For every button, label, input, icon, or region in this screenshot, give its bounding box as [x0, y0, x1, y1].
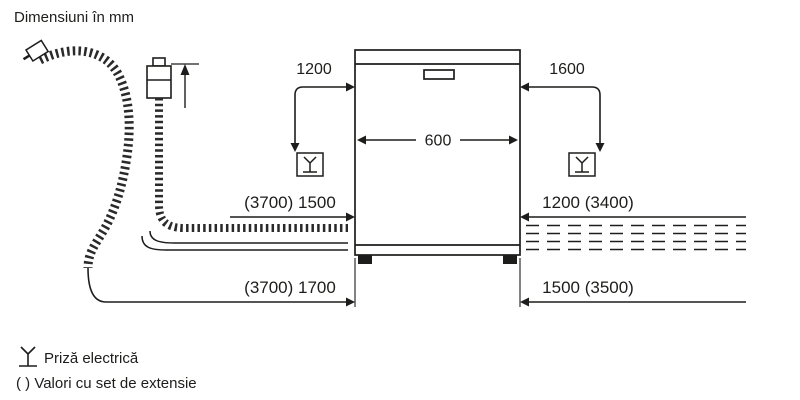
dimension-socket-right: 1600	[520, 61, 605, 177]
arrowhead-right	[509, 135, 518, 145]
arrowhead-to-socket	[595, 143, 605, 152]
foot-left	[358, 255, 372, 264]
aquastop-valve-icon	[146, 57, 172, 99]
supply-hose	[22, 39, 348, 269]
dimension-drain-left: (3700) 1700	[87, 267, 355, 307]
arrowhead	[346, 212, 355, 222]
cord-line-2	[141, 235, 348, 251]
socket-icon	[296, 152, 324, 177]
corrugated-hose	[37, 46, 134, 269]
dimension-supply-left: (3700) 1500	[230, 193, 355, 222]
legend-socket-label: Priză electrică	[44, 350, 139, 367]
dishwasher-body	[354, 49, 521, 256]
cord-line-1	[149, 230, 348, 244]
drain-left-label: (3700) 1700	[244, 278, 336, 297]
page-title: Dimensiuni în mm	[14, 9, 134, 26]
dimension-socket-left: 1200	[290, 61, 355, 177]
dimension-supply-right: 1200 (3400)	[520, 193, 746, 222]
legend-extension-note: ( ) Valori cu set de extensie	[16, 375, 197, 392]
hose-run-right	[526, 224, 746, 251]
tap-height-arrow	[171, 63, 199, 108]
socket-left-label: 1200	[296, 61, 332, 78]
arrowhead	[520, 212, 529, 222]
dishwasher-outline	[354, 49, 521, 264]
width-label: 600	[425, 133, 452, 150]
drain-right-label: 1500 (3500)	[542, 278, 634, 297]
legend: Priză electrică ( ) Valori cu set de ext…	[16, 346, 197, 392]
extension-lines	[354, 258, 521, 307]
supply-left-label: (3700) 1500	[244, 193, 336, 212]
arrowhead	[520, 297, 529, 307]
socket-icon	[568, 152, 596, 177]
socket-right-label: 1600	[549, 61, 585, 78]
supply-right-label: 1200 (3400)	[542, 193, 634, 212]
arrowhead	[346, 297, 355, 307]
arrowhead-left	[357, 135, 366, 145]
corrugated-hose-horizontal	[155, 98, 348, 232]
arrowhead-to-appliance	[520, 82, 529, 92]
arrowhead-to-socket	[290, 143, 300, 152]
dimension-width: 600	[357, 133, 518, 150]
tap-fitting-icon	[22, 39, 50, 63]
foot-right	[503, 255, 517, 264]
arrowhead-to-appliance	[346, 82, 355, 92]
handle	[423, 69, 455, 80]
socket-legend-icon	[19, 346, 37, 367]
dimension-drain-right: 1500 (3500)	[520, 278, 746, 307]
